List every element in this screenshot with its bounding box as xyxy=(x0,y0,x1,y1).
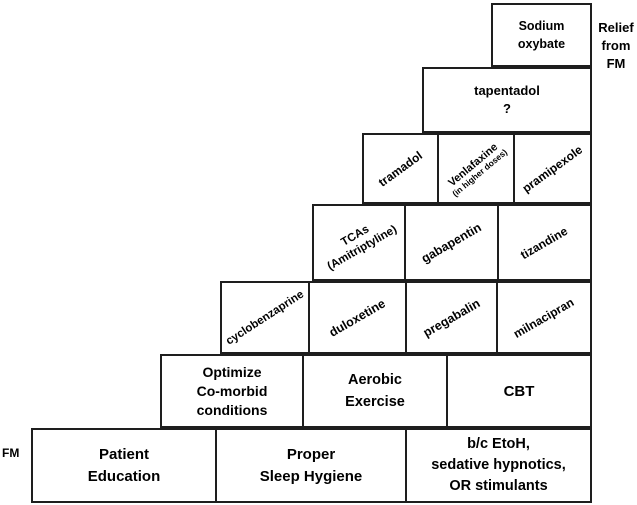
box-cbt: CBT xyxy=(446,354,592,428)
box-cyclobenzaprine: cyclobenzaprine xyxy=(220,281,310,354)
box-pregabalin-label: pregabalin xyxy=(420,295,483,340)
box-tapentadol-label: tapentadol ? xyxy=(474,83,540,116)
box-pramipexole: pramipexole xyxy=(513,133,592,204)
relief-from-fm-label: Relief from FM xyxy=(598,20,634,71)
box-optimize-comorbid-conditions: Optimize Co-morbid conditions xyxy=(160,354,304,428)
box-proper-sleep-hygiene: Proper Sleep Hygiene xyxy=(215,428,407,503)
box-tramadol-label: tramadol xyxy=(375,147,426,190)
box-tizandine-label: tizandine xyxy=(518,223,571,262)
box-pregabalin: pregabalin xyxy=(405,281,498,354)
box-pramipexole-label: pramipexole xyxy=(519,142,586,195)
box-gabapentin: gabapentin xyxy=(404,204,499,281)
box-sodium-oxybate-label: Sodium oxybate xyxy=(517,19,566,51)
box-cbt-label: CBT xyxy=(503,382,535,400)
box-cyclobenzaprine-label: cyclobenzaprine xyxy=(223,287,307,348)
box-tcas-amitriptyline-label: TCAs (Amitriptyline) xyxy=(325,223,400,274)
box-tapentadol: tapentadol ? xyxy=(422,67,592,133)
box-tramadol: tramadol xyxy=(362,133,439,204)
box-milnacipran: milnacipran xyxy=(496,281,592,354)
box-patient-education-label: Patient Education xyxy=(87,445,161,485)
box-aerobic-exercise-label: Aerobic Exercise xyxy=(345,372,405,410)
box-tcas-amitriptyline: TCAs (Amitriptyline) xyxy=(312,204,406,281)
box-venlafaxine: Venlafaxine (in higher doses) xyxy=(437,133,515,204)
box-proper-sleep-hygiene-label: Proper Sleep Hygiene xyxy=(259,445,363,485)
box-optimize-comorbid-conditions-label: Optimize Co-morbid conditions xyxy=(196,363,268,418)
box-duloxetine: duloxetine xyxy=(308,281,407,354)
box-bc-etoh-sedative-hypnotics: b/c EtoH, sedative hypnotics, OR stimula… xyxy=(405,428,592,503)
fm-start-label: FM xyxy=(2,446,20,460)
box-patient-education: Patient Education xyxy=(31,428,217,503)
box-sodium-oxybate: Sodium oxybate xyxy=(491,3,592,67)
box-milnacipran-label: milnacipran xyxy=(511,294,577,341)
box-gabapentin-label: gabapentin xyxy=(419,219,484,266)
box-venlafaxine-label-group: Venlafaxine (in higher doses) xyxy=(443,138,509,199)
box-duloxetine-label: duloxetine xyxy=(326,295,389,340)
box-tizandine: tizandine xyxy=(497,204,592,281)
box-aerobic-exercise: Aerobic Exercise xyxy=(302,354,448,428)
box-bc-etoh-sedative-hypnotics-label: b/c EtoH, sedative hypnotics, OR stimula… xyxy=(431,436,566,494)
